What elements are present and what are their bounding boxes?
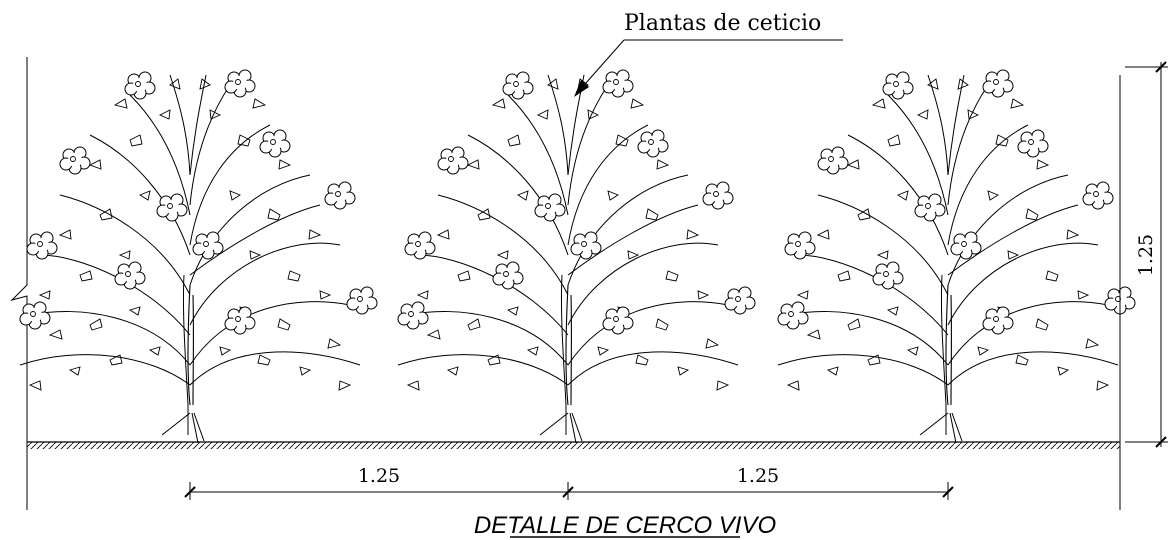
plant-label-leader: [574, 39, 843, 97]
spacing-1-label: 1.25: [358, 465, 400, 487]
plant-2: [398, 70, 755, 443]
ground-hatch: [27, 442, 1120, 449]
plant-1: [20, 70, 377, 443]
spacing-dimension: [184, 482, 954, 500]
height-dimension: [1125, 61, 1168, 448]
spacing-2-label: 1.25: [737, 465, 779, 487]
plant-label: Plantas de ceticio: [624, 11, 821, 36]
height-label: 1.25: [1135, 234, 1157, 276]
plant-3: [778, 70, 1135, 443]
break-symbol: [10, 265, 28, 510]
drawing-title: DETALLE DE CERCO VIVO: [474, 512, 776, 539]
